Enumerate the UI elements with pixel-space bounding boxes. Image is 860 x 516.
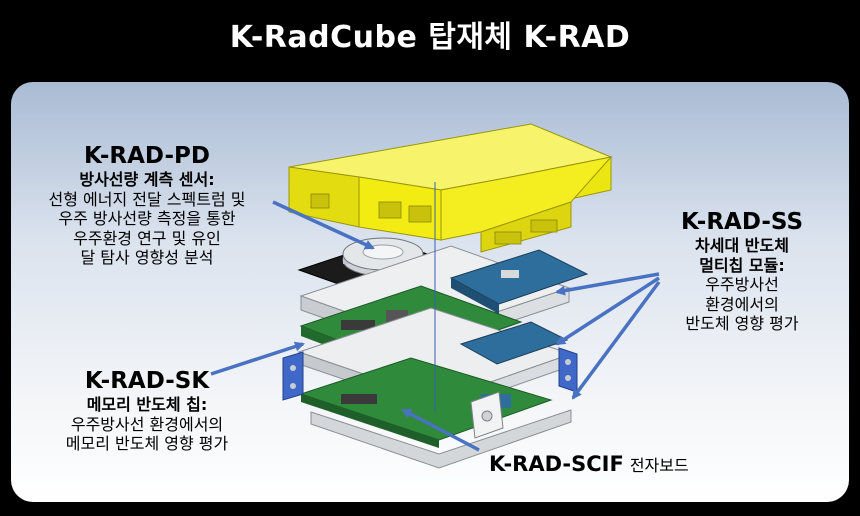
ss-subtitle-line: 멀티칩 모듈: xyxy=(699,255,785,275)
pd-desc-line: 선형 에너지 전달 스펙트럼 및 xyxy=(48,189,246,209)
ss-desc-line: 환경에서의 xyxy=(705,294,779,314)
scif-name: K-RAD-SCIF xyxy=(489,452,624,476)
arrow-sk xyxy=(210,341,305,376)
pd-desc-line: 우주환경 연구 및 유인 xyxy=(73,228,221,248)
payload-exploded-illustration xyxy=(210,123,661,469)
pd-desc-line: 우주 방사선량 측정을 통한 xyxy=(58,209,236,229)
label-k-rad-pd: K-RAD-PD 방사선량 계측 센서: 선형 에너지 전달 스펙트럼 및 우주… xyxy=(11,142,283,268)
sk-name: K-RAD-SK xyxy=(84,368,210,394)
page-title: K-RadCube 탑재체 K-RAD xyxy=(229,20,631,55)
ss-desc-line: 우주방사선 xyxy=(705,275,779,295)
ss-blue-pcb-lower xyxy=(459,321,569,365)
arrow-ss-3 xyxy=(571,280,661,400)
ss-desc-line: 반도체 영향 평가 xyxy=(685,314,799,334)
label-k-rad-ss: K-RAD-SS 차세대 반도체 멀티칩 모듈: 우주방사선 환경에서의 반도체… xyxy=(635,208,849,334)
ss-blue-pcb-upper xyxy=(449,249,589,314)
scif-white-bracket xyxy=(470,391,504,439)
ss-name: K-RAD-SS xyxy=(680,209,804,235)
diagram-panel: K-RAD-PD 방사선량 계측 센서: 선형 에너지 전달 스펙트럼 및 우주… xyxy=(11,82,849,502)
arrow-pd xyxy=(272,200,375,250)
arrow-scif xyxy=(401,408,480,452)
pd-subtitle: 방사선량 계측 센서: xyxy=(79,170,215,190)
sk-subtitle: 메모리 반도체 칩: xyxy=(86,395,208,415)
label-k-rad-sk: K-RAD-SK 메모리 반도체 칩: 우주방사선 환경에서의 메모리 반도체 … xyxy=(11,367,283,454)
arrow-ss-1 xyxy=(555,272,660,296)
pd-desc-line: 달 탐사 영향성 분석 xyxy=(80,248,214,268)
ss-subtitle-line: 차세대 반도체 xyxy=(695,236,789,256)
pointer-arrows xyxy=(210,200,661,452)
label-k-rad-scif: K-RAD-SCIF 전자보드 xyxy=(489,452,789,478)
sk-desc-line: 우주방사선 환경에서의 xyxy=(70,414,224,434)
scif-desc: 전자보드 xyxy=(629,456,689,475)
arrow-ss-2 xyxy=(555,276,660,346)
blue-side-bracket-left xyxy=(282,351,304,401)
pd-name: K-RAD-PD xyxy=(84,143,210,169)
yellow-lid xyxy=(288,123,613,253)
sk-desc-line: 메모리 반도체 영향 평가 xyxy=(65,434,229,454)
blue-side-bracket-right xyxy=(558,347,578,393)
